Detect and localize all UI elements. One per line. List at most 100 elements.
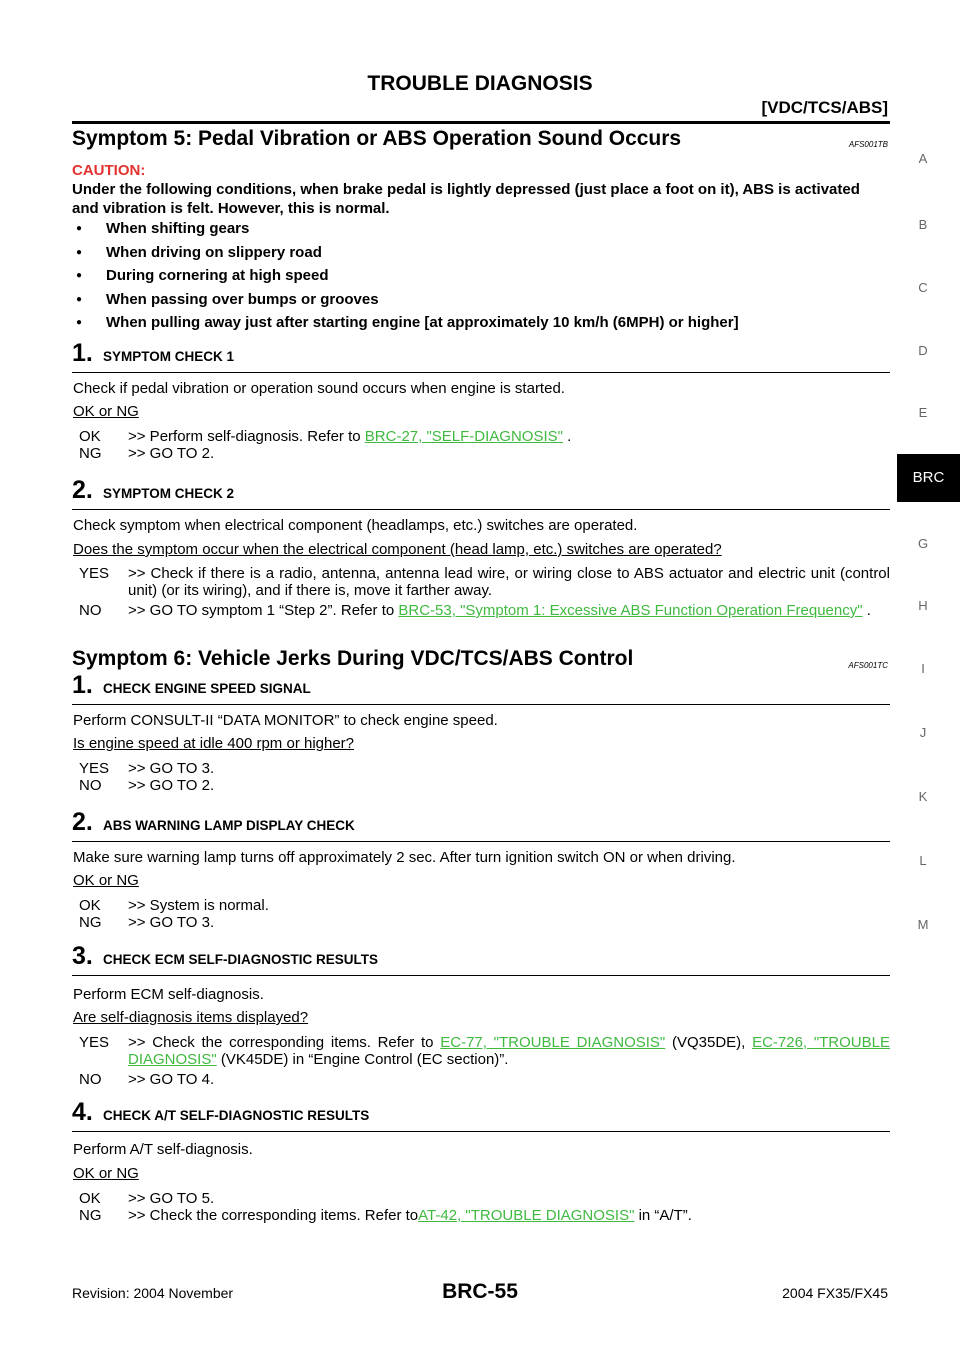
step-heading: 2. SYMPTOM CHECK 2 <box>72 475 890 510</box>
answer-key: NO <box>79 777 102 794</box>
side-tab-l[interactable]: L <box>919 853 927 868</box>
answer-row: NG >> Check the corresponding items. Ref… <box>79 1207 890 1224</box>
answer-text: >> System is normal. <box>128 897 269 914</box>
answer-row: OK >> GO TO 5. <box>79 1190 890 1207</box>
step-question: Is engine speed at idle 400 rpm or highe… <box>73 735 355 752</box>
symptom6-heading: Symptom 6: Vehicle Jerks During VDC/TCS/… <box>72 647 634 670</box>
side-tab-i[interactable]: I <box>921 661 925 676</box>
answer-text: >> GO TO 3. <box>128 914 215 931</box>
step-heading: 3. CHECK ECM SELF-DIAGNOSTIC RESULTS <box>72 941 890 976</box>
side-tab-brc-active[interactable]: BRC <box>897 454 960 502</box>
step-label: ABS WARNING LAMP DISPLAY CHECK <box>103 818 355 833</box>
symptom5-code: AFS001TB <box>848 140 888 149</box>
page-number: BRC-55 <box>442 1280 518 1303</box>
caution-text: Under the following conditions, when bra… <box>72 181 860 217</box>
step-number: 2. <box>72 808 93 836</box>
answer-text: >> Check if there is a radio, antenna, a… <box>128 565 890 599</box>
answer-row: NO >> GO TO symptom 1 “Step 2”. Refer to… <box>79 602 890 636</box>
step-question: OK or NG <box>73 872 139 889</box>
step-instruction: Check symptom when electrical component … <box>73 517 638 534</box>
answer-text: >> GO TO 2. <box>128 445 215 462</box>
step-label: CHECK A/T SELF-DIAGNOSTIC RESULTS <box>103 1108 370 1123</box>
answer-key: NG <box>79 445 102 462</box>
reference-link[interactable]: BRC-27, "SELF-DIAGNOSIS" <box>364 428 563 445</box>
list-item: When passing over bumps or grooves <box>72 290 739 314</box>
step-instruction: Check if pedal vibration or operation so… <box>73 380 565 397</box>
side-tab-a[interactable]: A <box>918 151 928 166</box>
step-number: 3. <box>72 942 93 970</box>
side-tab-d[interactable]: D <box>918 343 928 358</box>
answer-text: >> GO TO 2. <box>128 777 215 794</box>
step-heading: 2. ABS WARNING LAMP DISPLAY CHECK <box>72 807 890 842</box>
reference-link[interactable]: EC-726, "TROUBLE DIAGNOSIS" <box>128 1034 890 1068</box>
step-heading: 1. SYMPTOM CHECK 1 <box>72 338 890 373</box>
step-question: Are self-diagnosis items displayed? <box>73 1009 309 1026</box>
answer-key: YES <box>79 760 110 777</box>
step-number: 2. <box>72 476 93 504</box>
answer-text: >> GO TO 4. <box>128 1071 215 1088</box>
answer-key: OK <box>79 1190 101 1207</box>
list-item: When driving on slippery road <box>72 243 739 267</box>
side-tab-g[interactable]: G <box>917 536 929 551</box>
step-label: SYMPTOM CHECK 1 <box>103 349 235 364</box>
answer-text: >> GO TO 3. <box>128 760 215 777</box>
revision-date: Revision: 2004 November <box>72 1285 234 1301</box>
step-label: CHECK ENGINE SPEED SIGNAL <box>103 681 311 696</box>
step-number: 1. <box>72 671 93 699</box>
answer-text: >> Check the corresponding items. Refer … <box>128 1034 441 1051</box>
side-tab-e[interactable]: E <box>918 405 928 420</box>
reference-link[interactable]: AT-42, "TROUBLE DIAGNOSIS" <box>418 1207 635 1224</box>
answer-key: YES <box>79 565 110 582</box>
answer-key: OK <box>79 428 101 445</box>
answer-row: NO >> GO TO 2. <box>79 777 890 794</box>
answer-row: NG >> GO TO 2. <box>79 445 890 462</box>
answer-text: >> GO TO symptom 1 “Step 2”. Refer to <box>128 602 399 619</box>
step-heading: 4. CHECK A/T SELF-DIAGNOSTIC RESULTS <box>72 1097 890 1132</box>
side-tab-j[interactable]: J <box>919 725 927 740</box>
answer-text: >> Perform self-diagnosis. Refer to <box>128 428 365 445</box>
step-question: Does the symptom occur when the electric… <box>73 541 722 558</box>
symptom5-heading: Symptom 5: Pedal Vibration or ABS Operat… <box>72 127 682 150</box>
answer-key: YES <box>79 1034 110 1051</box>
list-item: During cornering at high speed <box>72 266 739 290</box>
answer-row: NG >> GO TO 3. <box>79 914 890 931</box>
answer-row: NO >> GO TO 4. <box>79 1071 890 1088</box>
step-question: OK or NG <box>73 1165 139 1182</box>
side-tab-b[interactable]: B <box>918 217 928 232</box>
side-tab-m[interactable]: M <box>917 917 929 932</box>
answer-tail: (VK45DE) in “Engine Control (EC section)… <box>216 1051 509 1068</box>
answer-tail: in “A/T”. <box>634 1207 692 1224</box>
list-item: When pulling away just after starting en… <box>72 313 739 337</box>
answer-text: (VQ35DE), <box>665 1034 753 1051</box>
reference-link[interactable]: EC-77, "TROUBLE DIAGNOSIS" <box>440 1034 666 1051</box>
answer-row: YES >> GO TO 3. <box>79 760 890 777</box>
answer-row: YES >> Check the corresponding items. Re… <box>79 1034 890 1068</box>
answer-key: NO <box>79 1071 102 1088</box>
side-tab-c[interactable]: C <box>918 280 928 295</box>
answer-row: YES >> Check if there is a radio, antenn… <box>79 565 890 599</box>
condition-list: When shifting gears When driving on slip… <box>72 219 739 337</box>
reference-link[interactable]: BRC-53, "Symptom 1: Excessive ABS Functi… <box>398 602 863 619</box>
step-heading: 1. CHECK ENGINE SPEED SIGNAL <box>72 670 890 705</box>
step-instruction: Perform ECM self-diagnosis. <box>73 986 264 1003</box>
answer-text: >> Check the corresponding items. Refer … <box>128 1207 419 1224</box>
answer-key: OK <box>79 897 101 914</box>
step-number: 4. <box>72 1098 93 1126</box>
side-tab-h[interactable]: H <box>918 598 928 613</box>
answer-row: OK >> Perform self-diagnosis. Refer to B… <box>79 428 890 445</box>
step-instruction: Perform A/T self-diagnosis. <box>73 1141 253 1158</box>
answer-tail: . <box>862 602 871 619</box>
answer-key: NO <box>79 602 102 619</box>
side-tab-k[interactable]: K <box>918 789 928 804</box>
symptom6-code: AFS001TC <box>848 661 888 670</box>
model-label: 2004 FX35/FX45 <box>782 1285 888 1301</box>
step-label: SYMPTOM CHECK 2 <box>103 486 235 501</box>
answer-key: NG <box>79 914 102 931</box>
step-instruction: Make sure warning lamp turns off approxi… <box>73 849 736 866</box>
answer-text: >> GO TO 5. <box>128 1190 215 1207</box>
step-label: CHECK ECM SELF-DIAGNOSTIC RESULTS <box>103 952 379 967</box>
caution-label: CAUTION: <box>72 162 146 179</box>
answer-row: OK >> System is normal. <box>79 897 890 914</box>
step-number: 1. <box>72 339 93 367</box>
page-title: TROUBLE DIAGNOSIS <box>367 72 593 95</box>
